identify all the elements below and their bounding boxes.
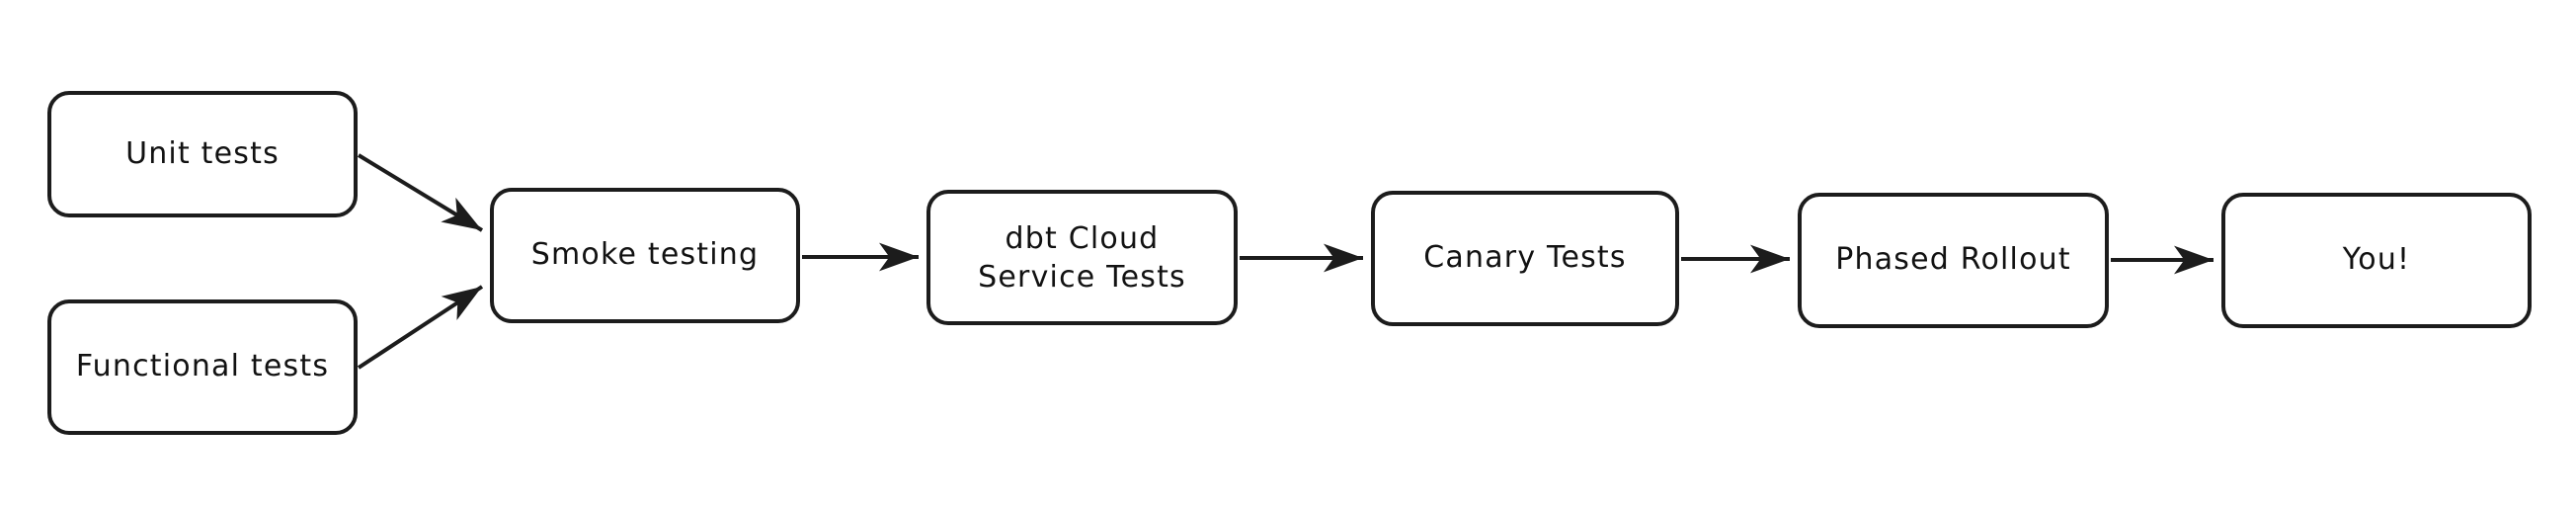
node-label-you: You! (2342, 242, 2411, 278)
node-phased-rollout[interactable]: Phased Rollout (1798, 193, 2109, 328)
node-smoke-testing[interactable]: Smoke testing (490, 188, 800, 323)
edge-unit-to-smoke (357, 153, 484, 232)
node-label-phased-rollout: Phased Rollout (1835, 242, 2071, 278)
node-you[interactable]: You! (2221, 193, 2532, 328)
node-label-functional-tests: Functional tests (75, 349, 330, 384)
node-unit-tests[interactable]: Unit tests (47, 91, 358, 217)
node-label-canary-tests: Canary Tests (1423, 240, 1627, 276)
node-label-smoke-testing: Smoke testing (530, 237, 760, 273)
node-functional-tests[interactable]: Functional tests (47, 299, 358, 435)
edge-functional-to-smoke (357, 285, 484, 370)
node-label-dbt-cloud-service-tests: dbt Cloud Service Tests (978, 220, 1186, 295)
node-label-unit-tests: Unit tests (125, 135, 280, 171)
node-canary-tests[interactable]: Canary Tests (1371, 191, 1679, 326)
node-dbt-cloud-service-tests[interactable]: dbt Cloud Service Tests (926, 190, 1238, 325)
